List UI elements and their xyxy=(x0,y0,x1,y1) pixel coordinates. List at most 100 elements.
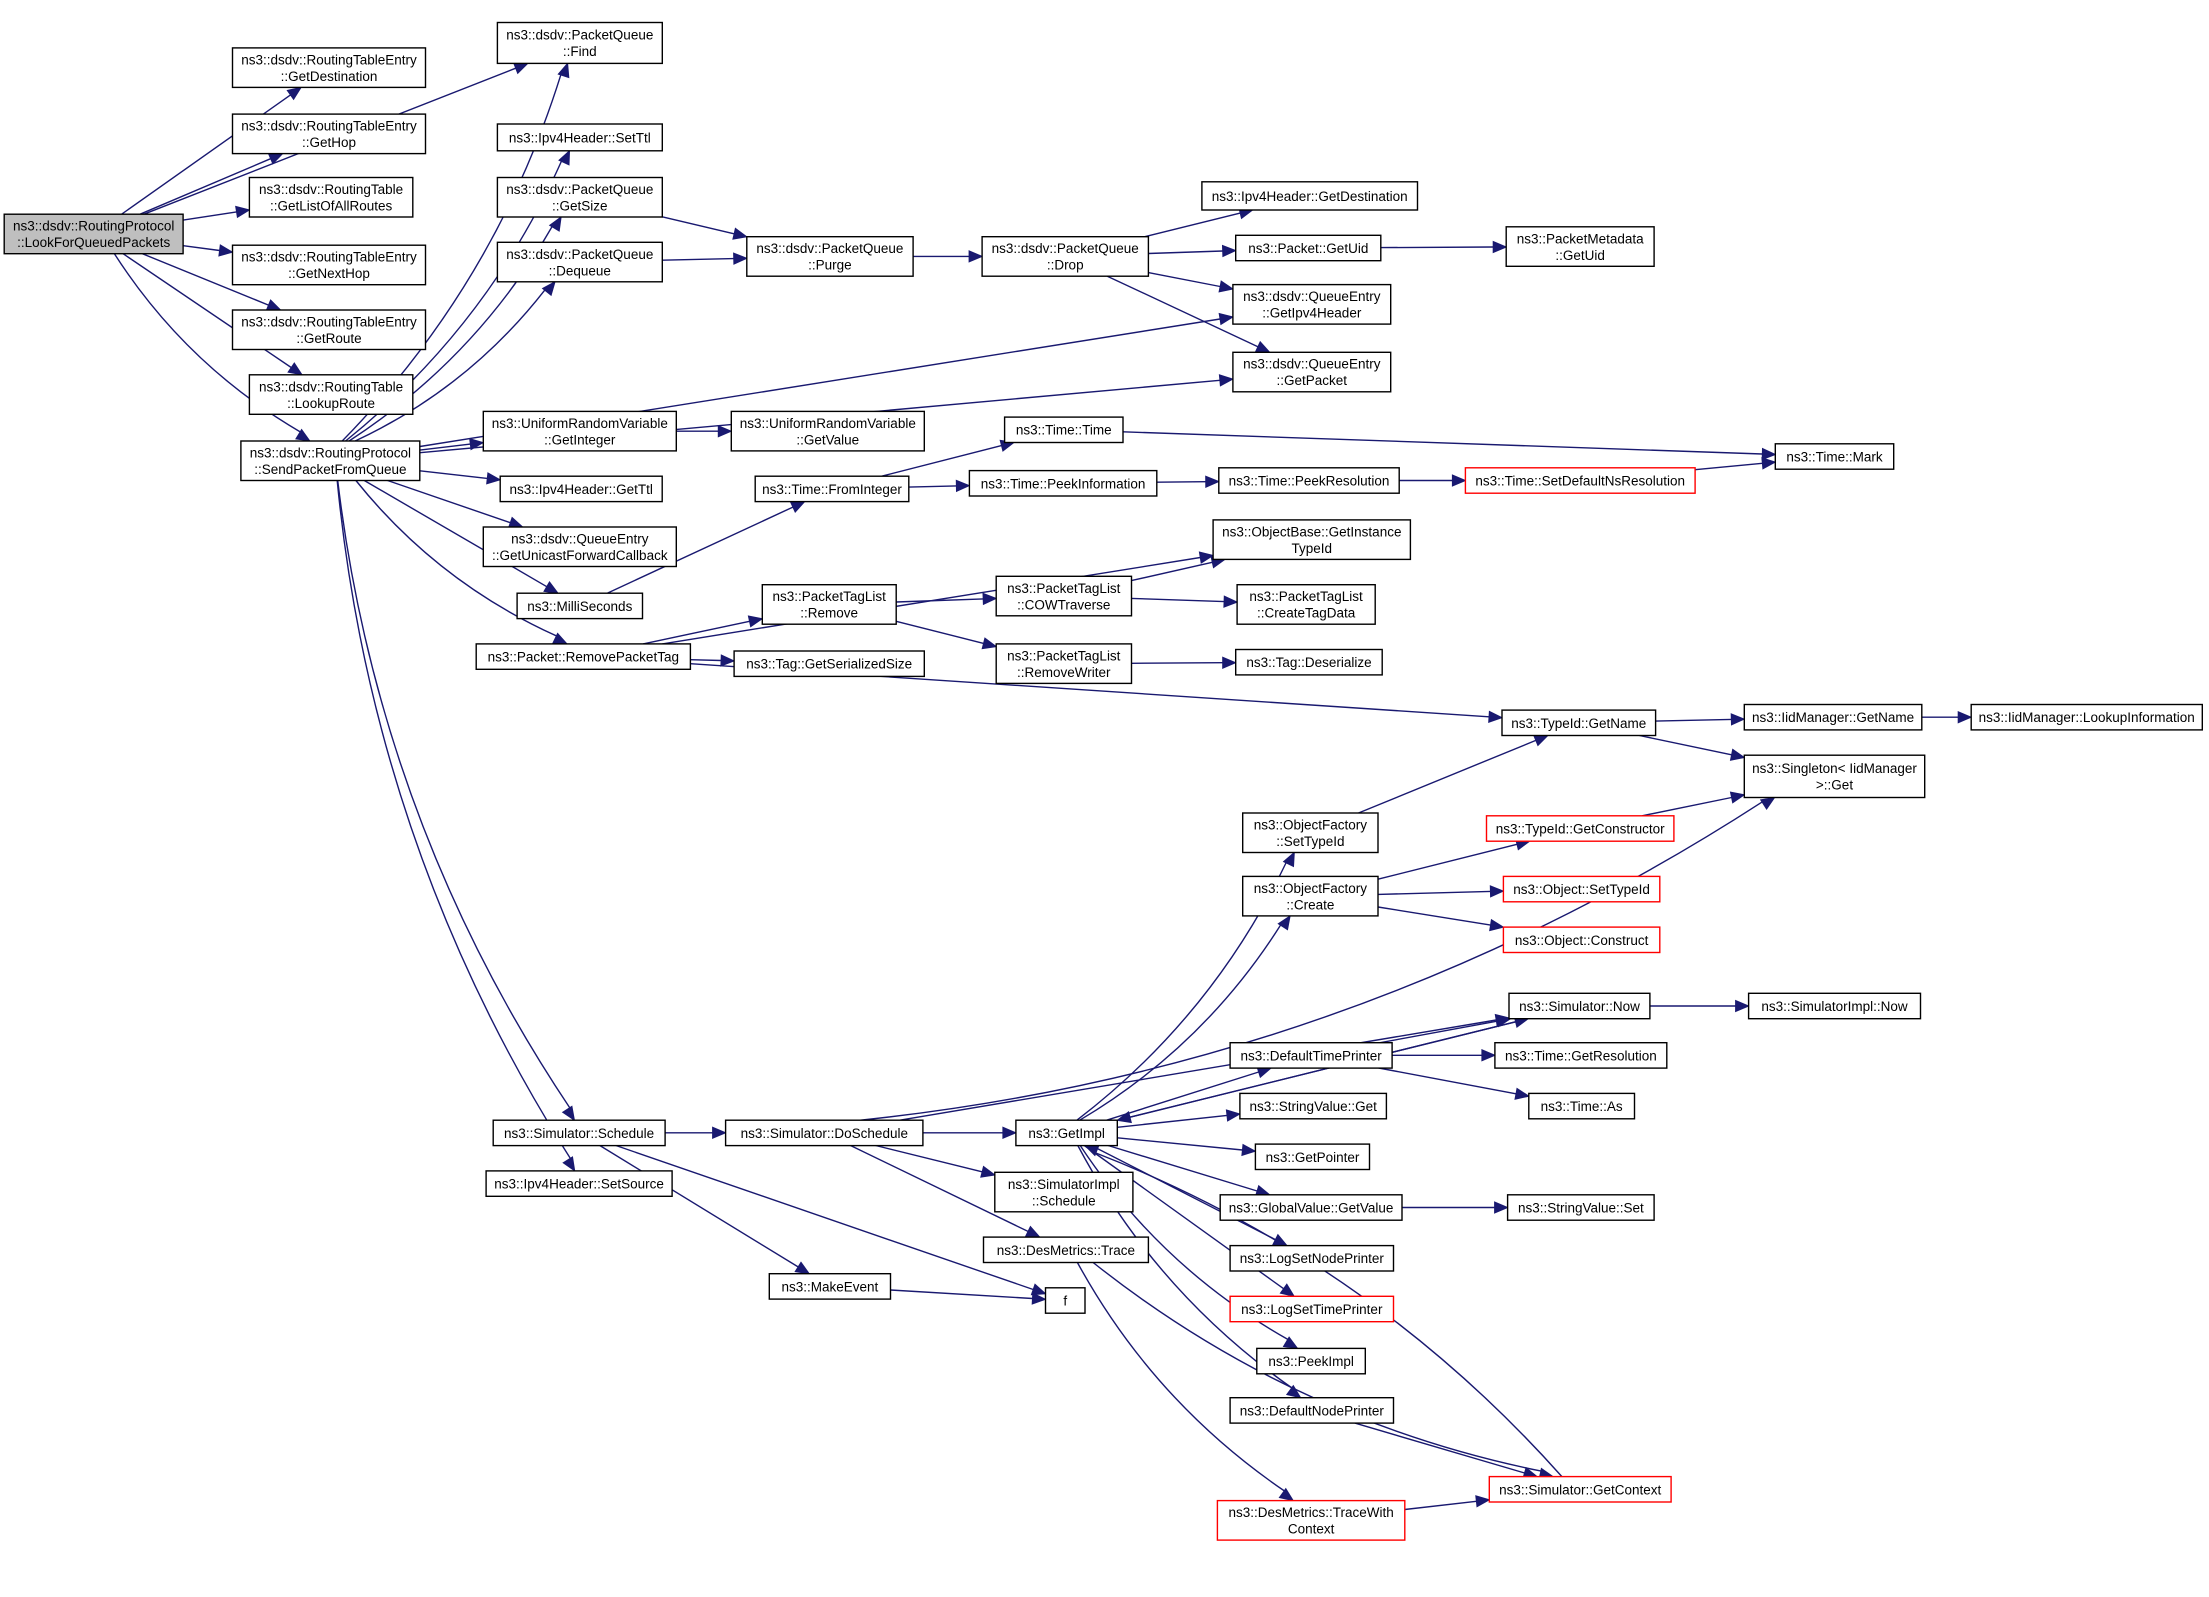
node-makeevent[interactable]: ns3::MakeEvent xyxy=(768,1272,892,1300)
node-simimpl-now[interactable]: ns3::SimulatorImpl::Now xyxy=(1747,992,1922,1020)
node-singleton[interactable]: ns3::Singleton< IidManager>::Get xyxy=(1743,754,1926,799)
arrowhead-icon xyxy=(561,1105,576,1122)
edge-pq_dequeue-to-pq_purge xyxy=(662,252,749,265)
edge-getimpl-to-sv_get xyxy=(1117,1109,1242,1128)
edge-line xyxy=(1148,271,1221,288)
edge-line xyxy=(615,1144,1034,1291)
node-rte-getroute[interactable]: ns3::dsdv::RoutingTableEntry::GetRoute xyxy=(231,309,427,351)
node-time-fromint[interactable]: ns3::Time::FromInteger xyxy=(754,475,910,503)
node-ipv4-setttl[interactable]: ns3::Ipv4Header::SetTtl xyxy=(496,123,663,152)
node-rte-gethop[interactable]: ns3::dsdv::RoutingTableEntry::GetHop xyxy=(231,113,427,155)
node-tag-deser[interactable]: ns3::Tag::Deserialize xyxy=(1234,648,1383,676)
node-pq-find[interactable]: ns3::dsdv::PacketQueue::Find xyxy=(496,21,663,65)
node-sv-get[interactable]: ns3::StringValue::Get xyxy=(1239,1092,1388,1120)
node-pq-dequeue[interactable]: ns3::dsdv::PacketQueue::Dequeue xyxy=(496,241,663,283)
edge-line xyxy=(662,257,734,261)
node-f[interactable]: f xyxy=(1044,1287,1086,1314)
node-urv-getval[interactable]: ns3::UniformRandomVariable::GetValue xyxy=(730,410,925,452)
node-label: ns3::Ipv4Header::SetSource xyxy=(494,1177,664,1192)
node-log-setnode[interactable]: ns3::LogSetNodePrinter xyxy=(1229,1244,1395,1272)
node-ptl-create[interactable]: ns3::PacketTagList::CreateTagData xyxy=(1236,584,1376,625)
node-rt-lookup[interactable]: ns3::dsdv::RoutingTable::LookupRoute xyxy=(248,374,414,415)
node-ptl-remove[interactable]: ns3::PacketTagList::Remove xyxy=(761,584,897,625)
node-box xyxy=(995,643,1133,685)
node-label: ns3::dsdv::PacketQueue xyxy=(506,182,653,197)
node-getpointer[interactable]: ns3::GetPointer xyxy=(1254,1143,1371,1171)
node-box xyxy=(1505,226,1655,268)
node-pq-purge[interactable]: ns3::dsdv::PacketQueue::Purge xyxy=(746,235,914,277)
node-sim-now[interactable]: ns3::Simulator::Now xyxy=(1508,992,1651,1020)
node-label: ns3::DefaultNodePrinter xyxy=(1240,1403,1385,1418)
node-box xyxy=(231,47,427,89)
edge-line xyxy=(1092,1261,1542,1472)
node-dm-trace[interactable]: ns3::DesMetrics::Trace xyxy=(982,1236,1150,1264)
node-sv-set[interactable]: ns3::StringValue::Set xyxy=(1506,1194,1655,1221)
node-ipv4-getttl[interactable]: ns3::Ipv4Header::GetTtl xyxy=(499,475,663,503)
node-of-settid[interactable]: ns3::ObjectFactory::SetTypeId xyxy=(1241,812,1379,854)
node-log-settime[interactable]: ns3::LogSetTimePrinter xyxy=(1229,1295,1395,1323)
node-qe-getucb[interactable]: ns3::dsdv::QueueEntry::GetUnicastForward… xyxy=(482,526,677,568)
node-tid-getname[interactable]: ns3::TypeId::GetName xyxy=(1501,709,1657,737)
arrowhead-icon xyxy=(558,149,571,166)
node-label: ns3::GlobalValue::GetValue xyxy=(1229,1201,1394,1216)
node-box xyxy=(1508,992,1651,1020)
node-pkt-rmtag[interactable]: ns3::Packet::RemovePacketTag xyxy=(475,643,692,671)
node-label: ns3::Ipv4Header::GetTtl xyxy=(510,482,653,497)
node-getimpl[interactable]: ns3::GetImpl xyxy=(1015,1119,1119,1147)
node-pm-getuid[interactable]: ns3::PacketMetadata::GetUid xyxy=(1505,226,1655,268)
node-urv-getint[interactable]: ns3::UniformRandomVariable::GetInteger xyxy=(482,410,677,452)
node-time-mark[interactable]: ns3::Time::Mark xyxy=(1774,443,1895,470)
node-def-nodeprinter[interactable]: ns3::DefaultNodePrinter xyxy=(1229,1396,1395,1424)
node-obj-settid[interactable]: ns3::Object::SetTypeId xyxy=(1502,875,1661,903)
node-rt-getlist[interactable]: ns3::dsdv::RoutingTable::GetListOfAllRou… xyxy=(248,176,414,218)
node-ipv4-setsrc[interactable]: ns3::Ipv4Header::SetSource xyxy=(485,1170,673,1198)
node-obj-construct[interactable]: ns3::Object::Construct xyxy=(1502,926,1661,954)
node-sim-schedule[interactable]: ns3::Simulator::Schedule xyxy=(492,1119,666,1147)
edge-line xyxy=(183,211,237,221)
node-time-peekinfo[interactable]: ns3::Time::PeekInformation xyxy=(968,469,1158,497)
node-box xyxy=(482,410,677,452)
node-simimpl-sched[interactable]: ns3::SimulatorImpl::Schedule xyxy=(994,1171,1134,1213)
node-iid-getname[interactable]: ns3::IidManager::GetName xyxy=(1743,703,1923,731)
arrowhead-icon xyxy=(1218,280,1235,293)
node-label: ns3::Time::FromInteger xyxy=(762,482,902,497)
node-time-peekres[interactable]: ns3::Time::PeekResolution xyxy=(1218,467,1400,494)
node-sim-dosched[interactable]: ns3::Simulator::DoSchedule xyxy=(724,1119,924,1147)
node-send[interactable]: ns3::dsdv::RoutingProtocol::SendPacketFr… xyxy=(240,440,421,482)
edge-sim_dosched-to-getimpl xyxy=(922,1126,1018,1140)
node-iid-lookup[interactable]: ns3::IidManager::LookupInformation xyxy=(1970,703,2203,731)
node-time-time[interactable]: ns3::Time::Time xyxy=(1003,416,1124,444)
edge-line xyxy=(899,1019,1497,1121)
node-pq-drop[interactable]: ns3::dsdv::PacketQueue::Drop xyxy=(981,235,1150,277)
node-pkt-getuid[interactable]: ns3::Packet::GetUid xyxy=(1234,234,1382,262)
node-pq-getsize[interactable]: ns3::dsdv::PacketQueue::GetSize xyxy=(496,176,663,218)
node-qe-getipv4[interactable]: ns3::dsdv::QueueEntry::GetIpv4Header xyxy=(1232,283,1392,325)
node-millis[interactable]: ns3::MilliSeconds xyxy=(516,592,644,620)
node-tid-getctor[interactable]: ns3::TypeId::GetConstructor xyxy=(1485,815,1675,842)
node-ptl-cow[interactable]: ns3::PacketTagList::COWTraverse xyxy=(995,575,1133,617)
node-label: ::GetIpv4Header xyxy=(1262,306,1362,321)
node-tag-getsize[interactable]: ns3::Tag::GetSerializedSize xyxy=(733,650,925,678)
node-label: ns3::dsdv::RoutingTableEntry xyxy=(241,119,417,134)
node-rte-getdest[interactable]: ns3::dsdv::RoutingTableEntry::GetDestina… xyxy=(231,47,427,89)
node-of-create[interactable]: ns3::ObjectFactory::Create xyxy=(1241,875,1379,917)
node-time-setdef[interactable]: ns3::Time::SetDefaultNsResolution xyxy=(1464,467,1696,494)
node-time-getres[interactable]: ns3::Time::GetResolution xyxy=(1494,1041,1668,1069)
node-ipv4-getdest[interactable]: ns3::Ipv4Header::GetDestination xyxy=(1201,181,1419,211)
node-gv-getvalue[interactable]: ns3::GlobalValue::GetValue xyxy=(1219,1194,1403,1221)
node-label: ns3::Simulator::GetContext xyxy=(1499,1482,1661,1497)
node-def-timeprinter[interactable]: ns3::DefaultTimePrinter xyxy=(1229,1041,1393,1069)
edge-line xyxy=(1354,1422,1525,1474)
node-label: ns3::dsdv::RoutingProtocol xyxy=(13,219,174,234)
node-sim-getctx[interactable]: ns3::Simulator::GetContext xyxy=(1488,1475,1672,1503)
node-ptl-rmwriter[interactable]: ns3::PacketTagList::RemoveWriter xyxy=(995,643,1133,685)
node-peekimpl[interactable]: ns3::PeekImpl xyxy=(1256,1347,1367,1375)
node-qe-getpacket[interactable]: ns3::dsdv::QueueEntry::GetPacket xyxy=(1232,351,1392,393)
node-time-as[interactable]: ns3::Time::As xyxy=(1528,1092,1636,1120)
node-root[interactable]: ns3::dsdv::RoutingProtocol::LookForQueue… xyxy=(3,213,184,255)
node-rte-getnexthop[interactable]: ns3::dsdv::RoutingTableEntry::GetNextHop xyxy=(231,244,427,286)
arrowhead-icon xyxy=(712,1126,727,1140)
arrowhead-icon xyxy=(295,428,311,442)
